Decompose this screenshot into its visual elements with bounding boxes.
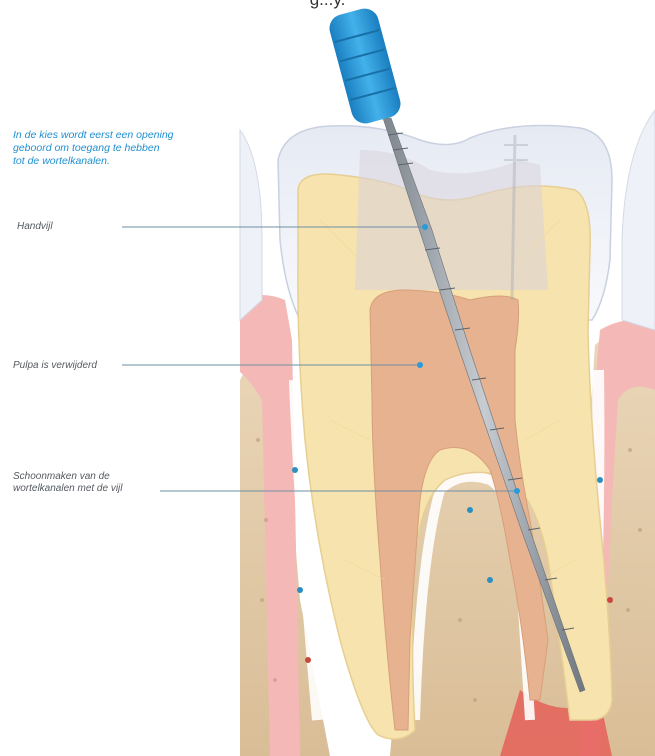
neighbor-tooth-right xyxy=(621,109,655,331)
intro-line-1: In de kies wordt eerst een opening xyxy=(13,129,174,141)
label-schoon-line-2: wortelkanalen met de vijl xyxy=(13,483,123,494)
pulp xyxy=(369,289,549,731)
file-handle xyxy=(329,8,401,124)
intro-line-3: tot de wortelkanalen. xyxy=(13,155,110,167)
leader-lines xyxy=(122,226,517,492)
label-handvijl: Handvijl xyxy=(17,221,53,232)
hand-file xyxy=(329,8,586,693)
gum-left xyxy=(240,295,300,756)
label-schoonmaken: Schoonmaken van de wortelkanalen met de … xyxy=(13,471,163,495)
neighbor-tooth-left xyxy=(239,128,263,322)
jaw-bone xyxy=(240,330,655,756)
leader-dots xyxy=(417,224,520,494)
bone-texture xyxy=(256,438,642,702)
access-opening xyxy=(355,150,548,290)
ligament-left xyxy=(289,379,324,721)
second-file-ghost xyxy=(504,134,528,301)
top-cropped-text: g...y. xyxy=(0,0,655,10)
dot-pulpa xyxy=(417,362,423,368)
label-schoon-line-1: Schoonmaken van de xyxy=(13,471,110,482)
intro-text: In de kies wordt eerst een opening geboo… xyxy=(13,129,228,168)
label-pulpa: Pulpa is verwijderd xyxy=(13,360,97,371)
vessel-dots xyxy=(292,467,613,663)
dot-schoon xyxy=(514,488,520,494)
dot-handvijl xyxy=(422,224,428,230)
intro-line-2: geboord om toegang te hebben xyxy=(13,142,160,154)
